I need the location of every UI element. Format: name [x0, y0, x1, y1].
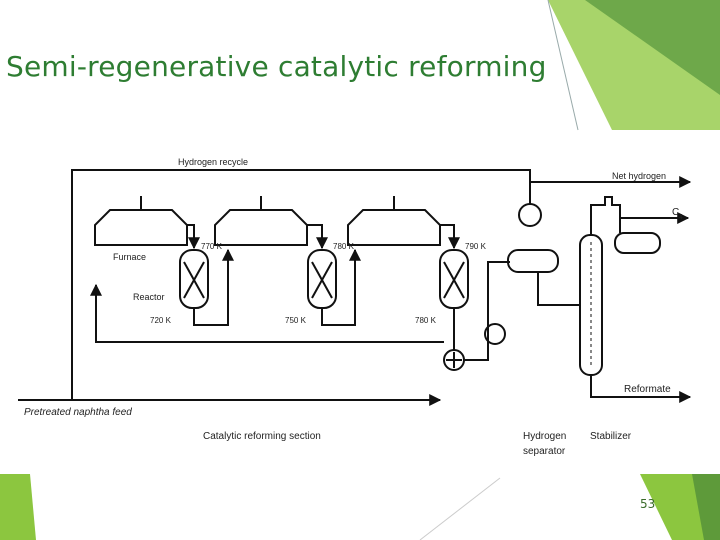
flow-r2-f3 [321, 248, 361, 326]
furnace-1 [94, 209, 188, 246]
label-hydrogen-separator-line1: Hydrogen [523, 431, 566, 442]
hydrogen-recycle-line [71, 169, 531, 400]
label-temp-790: 790 K [465, 242, 487, 251]
bottom-faint-line [419, 477, 501, 540]
stabilizer-accumulator [614, 232, 661, 254]
page-number: 53 [640, 497, 656, 511]
flow-f3-r3 [440, 224, 460, 250]
label-reactor: Reactor [133, 292, 165, 302]
reactor-3-x [443, 261, 465, 299]
label-hydrogen-recycle: Hydrogen recycle [178, 157, 248, 167]
label-net-hydrogen: Net hydrogen [612, 171, 666, 181]
recycle-pump [484, 323, 506, 345]
bottom-right-accent-dark [692, 474, 720, 540]
slide-title: Semi-regenerative catalytic reforming [6, 50, 547, 83]
label-temp-780b: 780 K [415, 316, 437, 325]
furnace-3 [347, 209, 441, 246]
furnace-2 [214, 209, 308, 246]
overhead-line [590, 196, 621, 235]
label-temp-780: 780 K [333, 242, 355, 251]
flow-to-separator [464, 261, 510, 361]
label-temp-720: 720 K [150, 316, 172, 325]
reactor-1-x [183, 261, 205, 299]
label-temp-750: 750 K [285, 316, 307, 325]
label-c4-subscript: 4 [679, 214, 683, 221]
label-hydrogen-separator-line2: separator [523, 446, 566, 457]
reformate-line [590, 375, 692, 403]
label-section: Catalytic reforming section [203, 431, 321, 442]
label-temp-770: 770 K [201, 242, 223, 251]
label-feed: Pretreated naphtha feed [24, 407, 132, 418]
separator-to-stabilizer [537, 272, 580, 306]
flow-r1-f2 [193, 248, 234, 326]
label-stabilizer: Stabilizer [590, 431, 632, 442]
hydrogen-separator [507, 249, 559, 273]
label-furnace: Furnace [113, 252, 146, 262]
heat-exchanger-symbol [446, 352, 462, 368]
compressor [518, 203, 542, 227]
flow-f2-r2 [307, 224, 328, 250]
top-right-accent-dark [585, 0, 720, 95]
label-c4: C [672, 207, 679, 218]
flow-f1-r1 [187, 224, 200, 250]
top-right-accent-line [547, 0, 579, 131]
recycle-return-line [90, 283, 444, 343]
bottom-left-accent [0, 474, 36, 540]
reactor-2-x [311, 261, 333, 299]
label-reformate: Reformate [624, 384, 671, 395]
